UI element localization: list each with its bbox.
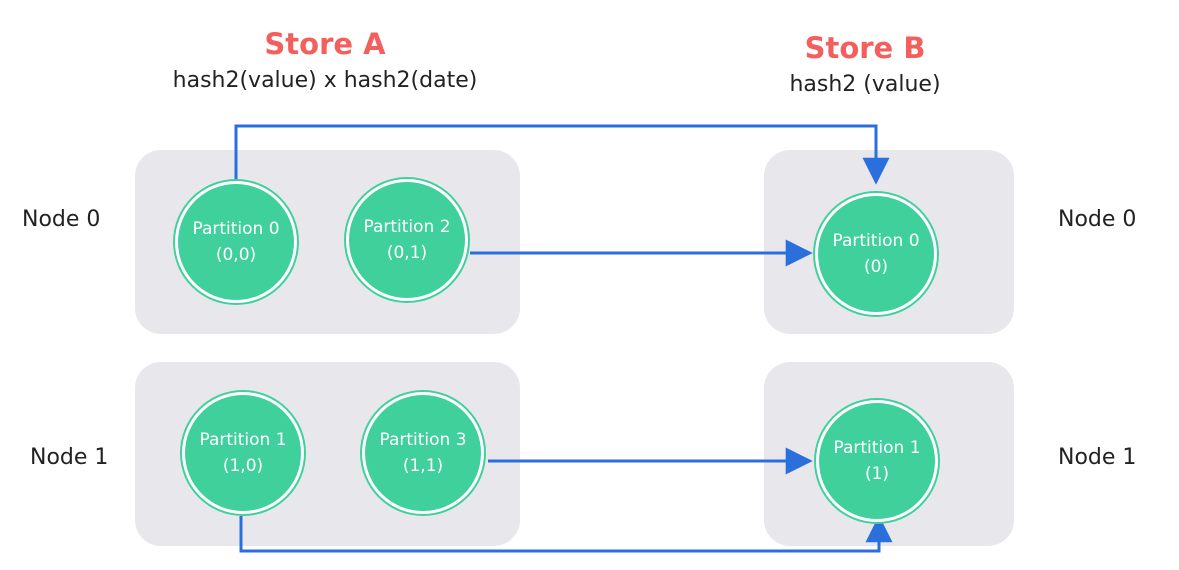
- partition-key: (1,0): [222, 456, 264, 476]
- partition-key: (1,1): [402, 456, 444, 476]
- store-a-node-1-label: Node 1: [30, 445, 109, 470]
- store-a-node-0-label: Node 0: [22, 207, 101, 232]
- store-a-subtitle: hash2(value) x hash2(date): [172, 68, 478, 93]
- store-a-partition-2: Partition 2 (0,1): [349, 182, 465, 298]
- partition-name: Partition 1: [833, 438, 921, 458]
- store-b-partition-1: Partition 1 (1): [819, 403, 935, 519]
- arrow-a-p0-to-b-p0: [234, 124, 890, 185]
- partition-name: Partition 3: [379, 430, 467, 450]
- store-a-partition-3: Partition 3 (1,1): [365, 395, 481, 511]
- store-b-title: Store B: [804, 31, 926, 65]
- partition-key: (1): [864, 464, 890, 484]
- partition-key: (0): [863, 257, 889, 277]
- store-b-node-1-label: Node 1: [1058, 445, 1137, 470]
- partition-key: (0,0): [215, 245, 257, 265]
- partition-name: Partition 0: [192, 219, 280, 239]
- store-a-title: Store A: [264, 27, 386, 61]
- store-b-partition-0: Partition 0 (0): [818, 196, 934, 312]
- store-a-partition-0: Partition 0 (0,0): [178, 184, 294, 300]
- partition-key: (0,1): [386, 243, 428, 263]
- partition-name: Partition 1: [199, 430, 287, 450]
- partition-name: Partition 0: [832, 231, 920, 251]
- store-b-node-0-label: Node 0: [1058, 207, 1137, 232]
- partition-name: Partition 2: [363, 217, 451, 237]
- arrow-a-p1-to-b-p1: [239, 515, 893, 553]
- store-a-partition-1: Partition 1 (1,0): [185, 395, 301, 511]
- store-b-subtitle: hash2 (value): [789, 72, 941, 97]
